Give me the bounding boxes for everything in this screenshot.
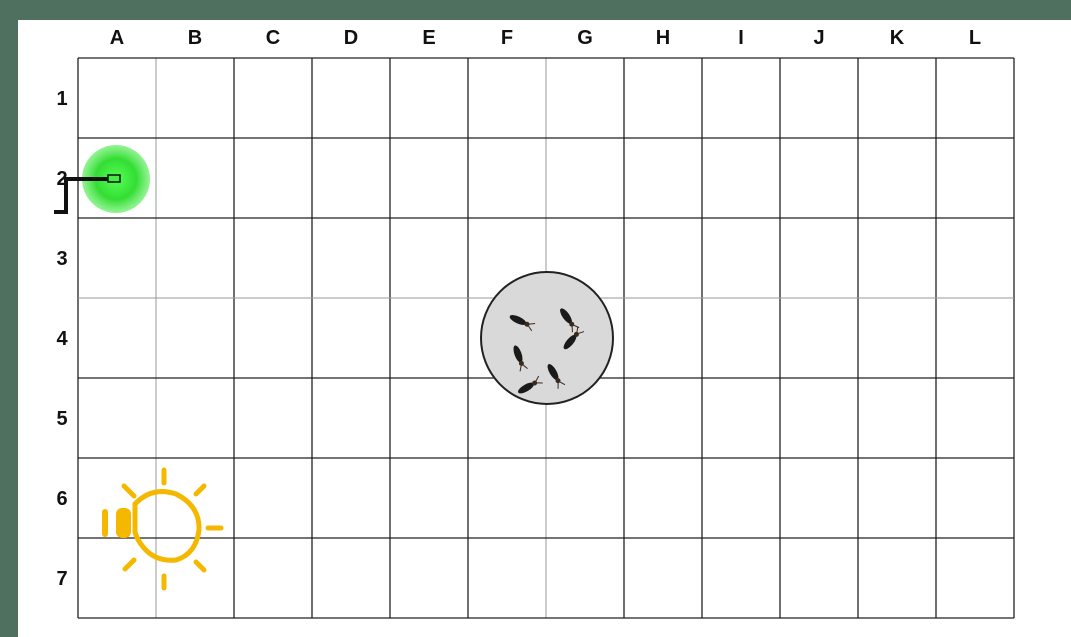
row-label: 7	[56, 568, 67, 590]
row-label: 5	[56, 408, 67, 430]
column-labels: A B C D E F G H I J K L	[110, 27, 981, 49]
column-label: A	[110, 27, 124, 49]
column-label: K	[890, 27, 905, 49]
column-label: C	[266, 27, 280, 49]
column-label: D	[344, 27, 358, 49]
column-label: F	[501, 27, 513, 49]
row-label: 4	[56, 328, 68, 350]
column-label: J	[813, 27, 824, 49]
column-label: E	[422, 27, 435, 49]
column-label: I	[738, 27, 744, 49]
row-label: 3	[56, 248, 67, 270]
petri-dish-icon	[481, 272, 613, 404]
column-label: H	[656, 27, 670, 49]
dish-outline	[481, 272, 613, 404]
light-head	[108, 175, 120, 182]
light-bulb-icon	[105, 470, 221, 588]
column-label: G	[577, 27, 593, 49]
led-light-icon	[54, 145, 150, 213]
row-label: 1	[56, 88, 67, 110]
row-label: 6	[56, 488, 67, 510]
column-label: B	[188, 27, 202, 49]
column-label: L	[969, 27, 981, 49]
